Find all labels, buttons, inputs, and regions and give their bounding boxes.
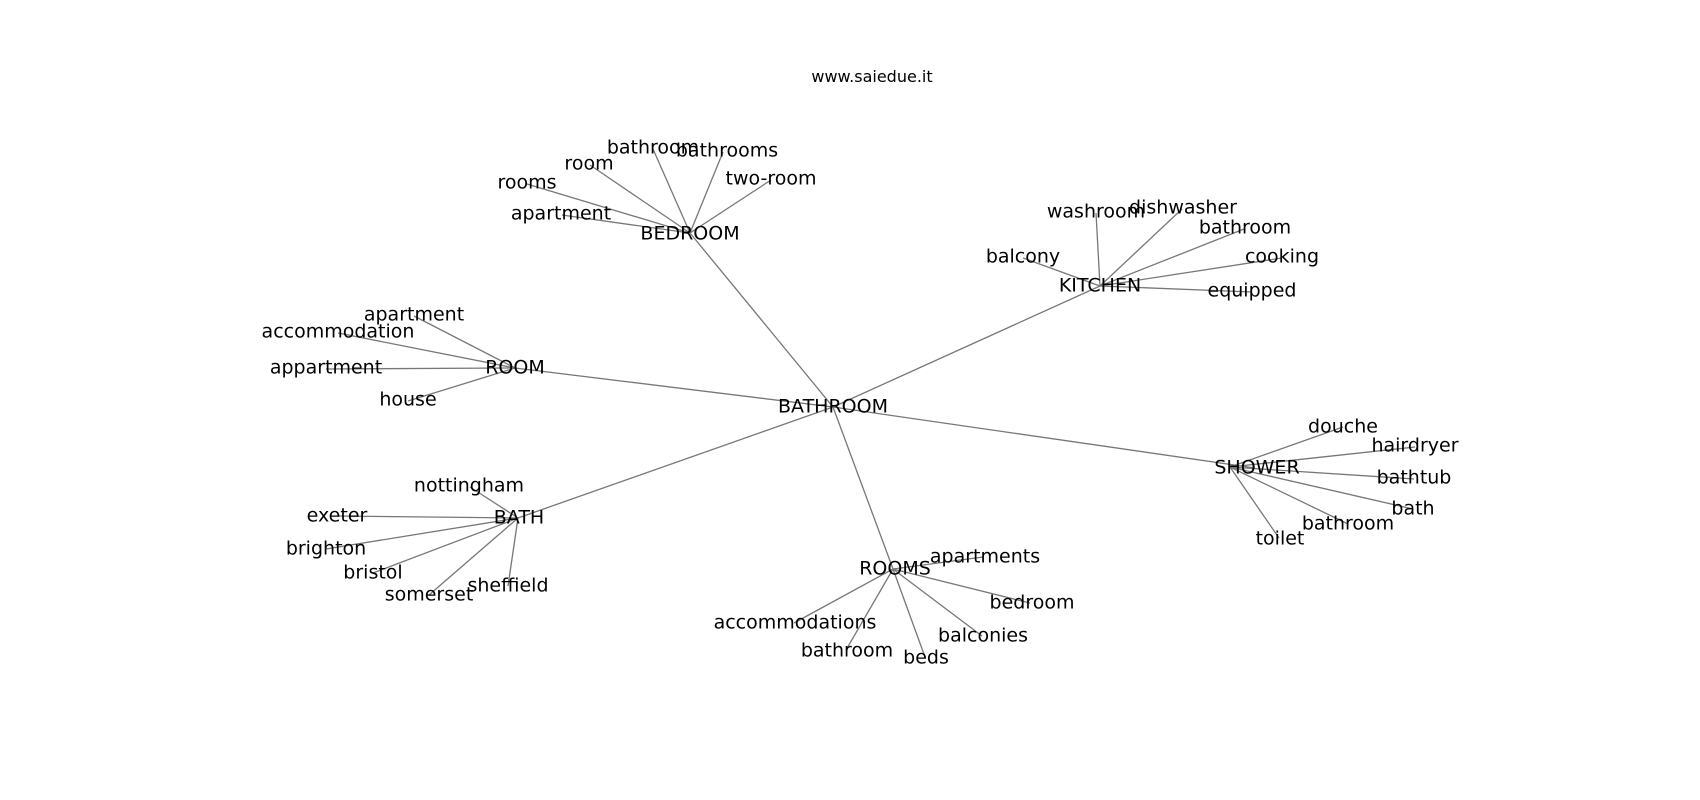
hub-label: BATH [494, 507, 544, 529]
leaf-label: accommodations [714, 612, 877, 634]
center-node-label: BATHROOM [778, 396, 888, 418]
edge [1022, 257, 1101, 287]
cluster-room: ROOM apartment accommodation appartment … [262, 304, 545, 411]
edge [325, 367, 516, 370]
leaf-label: bathroom [607, 137, 699, 159]
shower-edges [1229, 426, 1416, 539]
edge [689, 179, 772, 234]
edge [469, 486, 519, 519]
edge [336, 515, 519, 519]
leaf-label: cooking [1245, 246, 1319, 268]
room-edges [325, 315, 516, 402]
leaf-label: apartment [511, 203, 611, 225]
leaf-label: accommodation [262, 321, 415, 343]
leaf-label: two-room [726, 168, 817, 190]
edge-center-shower [832, 406, 1256, 469]
edge [589, 164, 691, 234]
edge [845, 568, 894, 651]
leaf-label: bedroom [990, 592, 1075, 614]
leaf-label: room [564, 153, 613, 175]
leaf-label: equipped [1208, 280, 1297, 302]
edge [652, 148, 691, 234]
edge [892, 568, 983, 637]
leaf-label: bath [1391, 498, 1434, 520]
edge [1229, 466, 1349, 525]
leaf-label: washroom [1047, 201, 1145, 223]
rooms-edges [793, 556, 1031, 658]
leaf-label: rooms [497, 172, 556, 194]
edge-center-rooms [832, 406, 894, 570]
edge [1229, 466, 1415, 480]
leaf-label: dishwasher [1129, 197, 1237, 219]
leaf-label: balcony [986, 246, 1060, 268]
leaf-label: apartment [364, 304, 464, 326]
leaf-label: somerset [385, 584, 474, 606]
leaf-label: bathroom [801, 640, 893, 662]
leaf-label: nottingham [414, 475, 524, 497]
edge-center-bath [517, 406, 834, 519]
cluster-rooms: ROOMS apartments bedroom accommodations … [714, 546, 1075, 669]
leaf-label: bathtub [1377, 467, 1452, 489]
leaf-label: toilet [1256, 528, 1305, 550]
edge [325, 517, 519, 550]
edge [1229, 426, 1344, 468]
edge [1229, 466, 1414, 510]
edge [1229, 446, 1416, 468]
edge-center-room [514, 367, 834, 408]
leaf-label: balconies [938, 625, 1028, 647]
edge [1099, 208, 1183, 287]
edge [793, 568, 894, 624]
leaf-label: bathrooms [676, 140, 778, 162]
leaf-label: appartment [270, 357, 382, 379]
leaf-label: bristol [343, 562, 402, 584]
edge [413, 315, 516, 369]
cluster-kitchen: KITCHEN washroom dishwasher bathroom bal… [986, 197, 1319, 302]
cluster-bedroom: BEDROOM bathroom bathrooms room two-room… [497, 137, 816, 245]
hub-label: ROOMS [859, 558, 931, 580]
edge [1229, 466, 1280, 539]
leaf-label: bathroom [1302, 513, 1394, 535]
edge [507, 517, 519, 587]
bath-edges [325, 486, 519, 596]
edge [428, 517, 519, 596]
hub-label: ROOM [485, 357, 545, 379]
edge [337, 332, 516, 369]
hub-label: BEDROOM [640, 223, 739, 245]
site-label: www.saiedue.it [811, 67, 932, 86]
leaf-label: exeter [307, 505, 368, 527]
edge [526, 183, 691, 234]
center-edges [514, 232, 1256, 570]
cluster-shower: SHOWER douche hairdryer bathtub bath bat… [1214, 416, 1458, 550]
kitchen-edges [1022, 208, 1283, 293]
leaf-label: apartments [930, 546, 1040, 568]
leaf-label: house [379, 389, 436, 411]
edge [561, 214, 691, 234]
leaf-label: hairdryer [1371, 435, 1458, 457]
edge-center-bedroom [689, 232, 834, 408]
edge [1095, 212, 1101, 287]
edge-center-kitchen [832, 285, 1101, 408]
edge [407, 367, 516, 402]
edge [1099, 257, 1283, 287]
bedroom-edges [526, 148, 772, 234]
edge [689, 151, 724, 234]
leaf-label: sheffield [467, 575, 548, 597]
edge [892, 568, 926, 658]
hub-label: SHOWER [1214, 457, 1299, 479]
edge [1099, 285, 1253, 293]
edge [892, 568, 1031, 604]
leaf-label: douche [1308, 416, 1378, 438]
edge [1099, 228, 1245, 287]
leaf-label: beds [903, 647, 949, 669]
leaf-label: brighton [286, 538, 366, 560]
cluster-bath: BATH nottingham exeter brighton bristol … [286, 475, 549, 606]
leaf-label: bathroom [1199, 217, 1291, 239]
hub-label: KITCHEN [1059, 275, 1141, 297]
edge [372, 517, 519, 574]
edge [892, 556, 984, 570]
